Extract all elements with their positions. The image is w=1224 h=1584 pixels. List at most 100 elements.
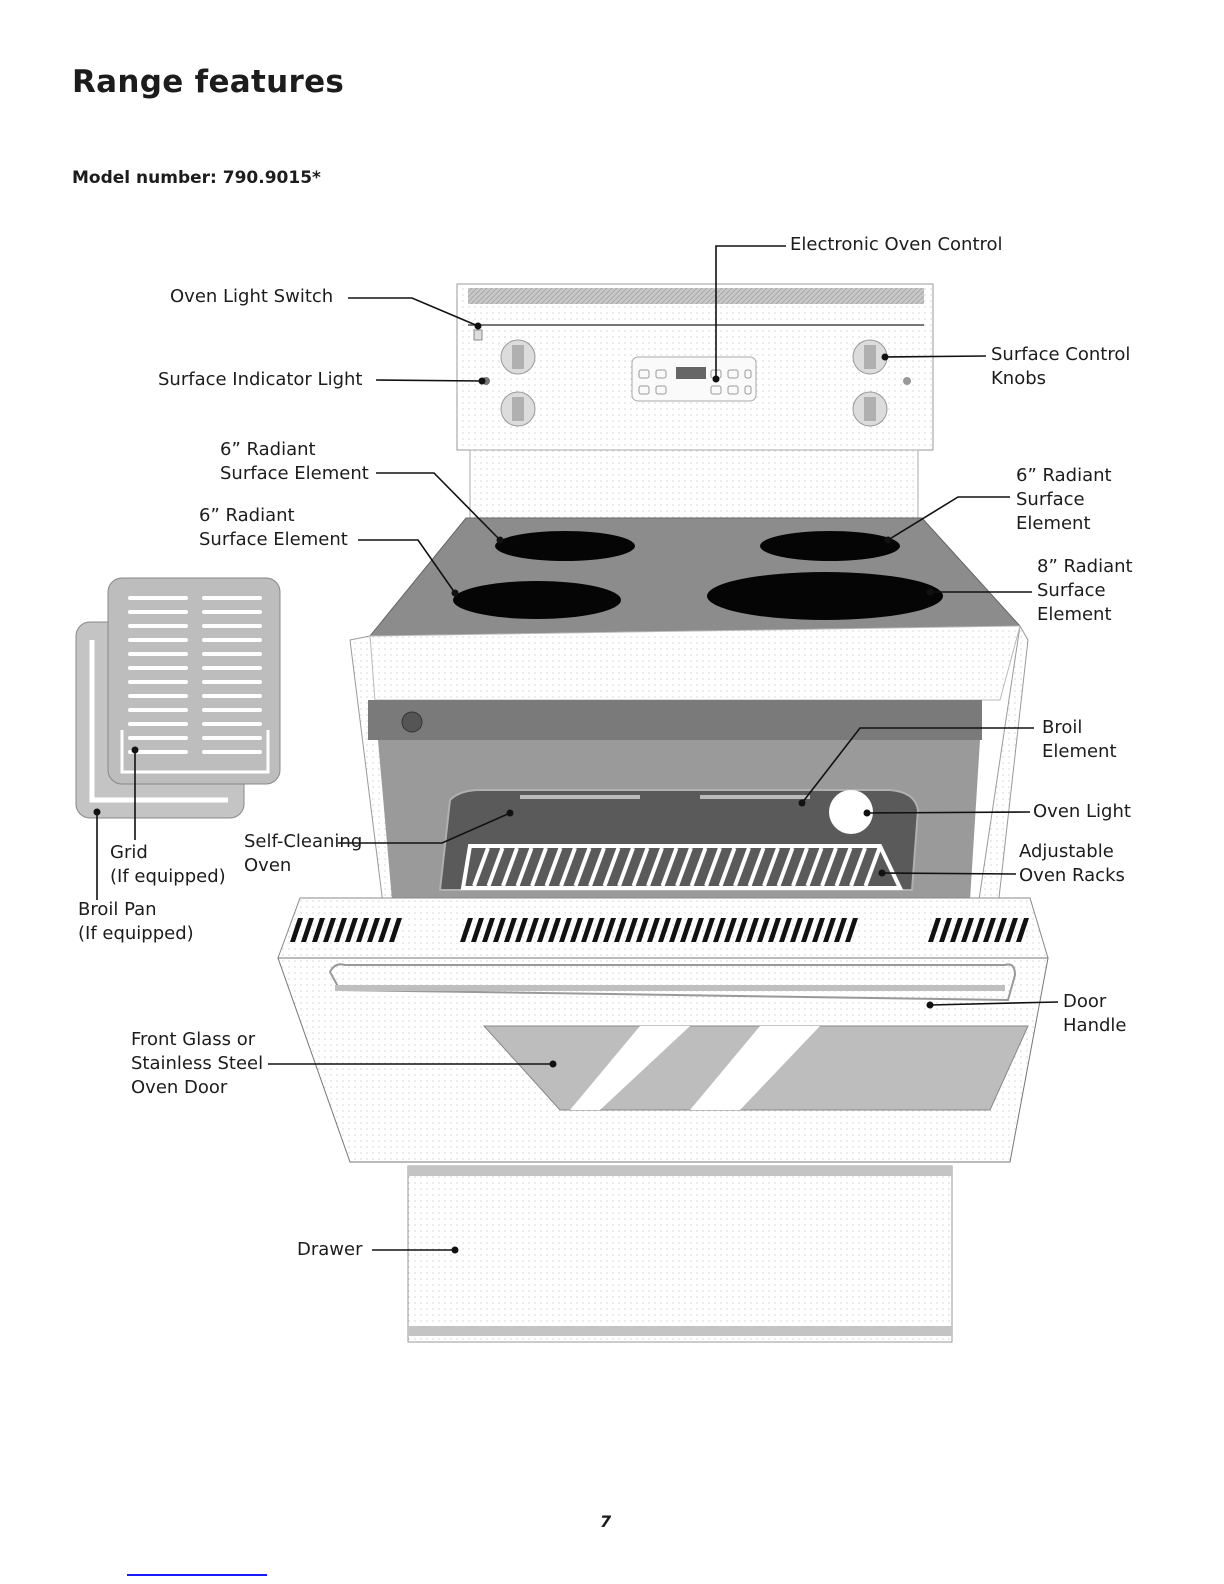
vent-slot [801,918,814,942]
label-6in-radiant-right-rear: 6” Radiant Surface Element [1016,465,1112,534]
label-broil-element: Broil Element [1042,717,1117,762]
grid-slot [202,736,262,740]
vent-slot [1005,918,1018,942]
rack-bar [501,847,519,887]
vent-slot [950,918,963,942]
vent-slot [812,918,825,942]
vent-slot [334,918,347,942]
grid-slot [128,596,188,600]
label-front-glass-oven-door: Front Glass or Stainless Steel Oven Door [131,1029,264,1098]
callout-dots [93,322,934,1254]
label-6in-radiant-left-rear: 6” Radiant Surface Element [220,439,369,484]
rack-bar [515,847,534,887]
vent-slot [471,918,484,942]
rack-bar [849,847,867,887]
rack-bar [588,847,606,887]
vent-slot [482,918,495,942]
vent-slot [504,918,517,942]
oven-light-switch [473,329,483,341]
label-self-cleaning-oven: Self-Cleaning Oven [244,831,363,876]
vent-slot [669,918,682,942]
rack-bar [646,847,664,887]
control-display [676,367,706,379]
grid-slot [128,680,188,684]
vent-slot [647,918,660,942]
vent-slot [768,918,781,942]
vent-slot [290,918,303,942]
label-8in-radiant-right-front: 8” Radiant Surface Element [1037,556,1133,625]
grid-slot [128,750,188,754]
rack-bar [602,847,621,887]
vent-slot [713,918,726,942]
vent-slot [823,918,836,942]
label-adjustable-oven-racks: Adjustable Oven Racks [1019,841,1125,886]
rack-bar [689,847,708,887]
vent-slot [559,918,572,942]
vent-slot [939,918,952,942]
vent-slot [702,918,715,942]
grid-slot [202,722,262,726]
footer-rule [127,1574,267,1576]
vent-slot [614,918,627,942]
vent-slot [537,918,550,942]
rear-panel [469,449,919,519]
rack-bar [559,847,577,887]
grid-slot [128,708,188,712]
vent-slot [757,918,770,942]
cooktop [368,517,1022,637]
vent-slot [994,918,1007,942]
vent-slot [928,918,941,942]
rack-bar [544,847,563,887]
page-title: Range features [72,64,345,100]
rack-bar [863,847,882,887]
rack-bar [660,847,679,887]
grid-slot [202,666,262,670]
grid-slot [202,610,262,614]
rack-bar [805,847,824,887]
grid-slot [128,722,188,726]
vent-slot [834,918,847,942]
vent-slot [636,918,649,942]
oven-door [277,957,1049,1163]
label-door-handle: Door Handle [1063,991,1127,1036]
grid-slot [128,666,188,670]
vent-slot [746,918,759,942]
vent-slot [691,918,704,942]
vent-slot [961,918,974,942]
vent-slot [301,918,314,942]
oven-rack [460,844,904,890]
callout-leaders [96,245,1059,1251]
vent-slot [323,918,336,942]
backguard [456,283,934,451]
page-number: 7 [600,1512,612,1531]
vent-strip [277,897,1049,959]
rack-bar [530,847,548,887]
grid-slot [128,610,188,614]
vent-slot [570,918,583,942]
vent-slot [367,918,380,942]
grid-slot [128,652,188,656]
vent-slot [345,918,358,942]
vent-slot [389,918,402,942]
vent-slot [378,918,391,942]
rack-bar [617,847,635,887]
vent-slot [680,918,693,942]
label-broil-pan: Broil Pan (If equipped) [78,899,194,944]
vent-slot [526,918,539,942]
vent-slot [581,918,594,942]
vent-slot [845,918,858,942]
vent-slot [515,918,528,942]
grid-slot [202,596,262,600]
rack-bar [631,847,650,887]
label-grid: Grid (If equipped) [110,842,226,887]
grid-slot [202,694,262,698]
vent-slot [592,918,605,942]
grid-slot [202,652,262,656]
grid-slot [202,624,262,628]
vent-slot [724,918,737,942]
vent-slot [493,918,506,942]
vent-slot [1016,918,1029,942]
vent-slot [658,918,671,942]
radiant-element-6in-right-rear [760,531,900,561]
